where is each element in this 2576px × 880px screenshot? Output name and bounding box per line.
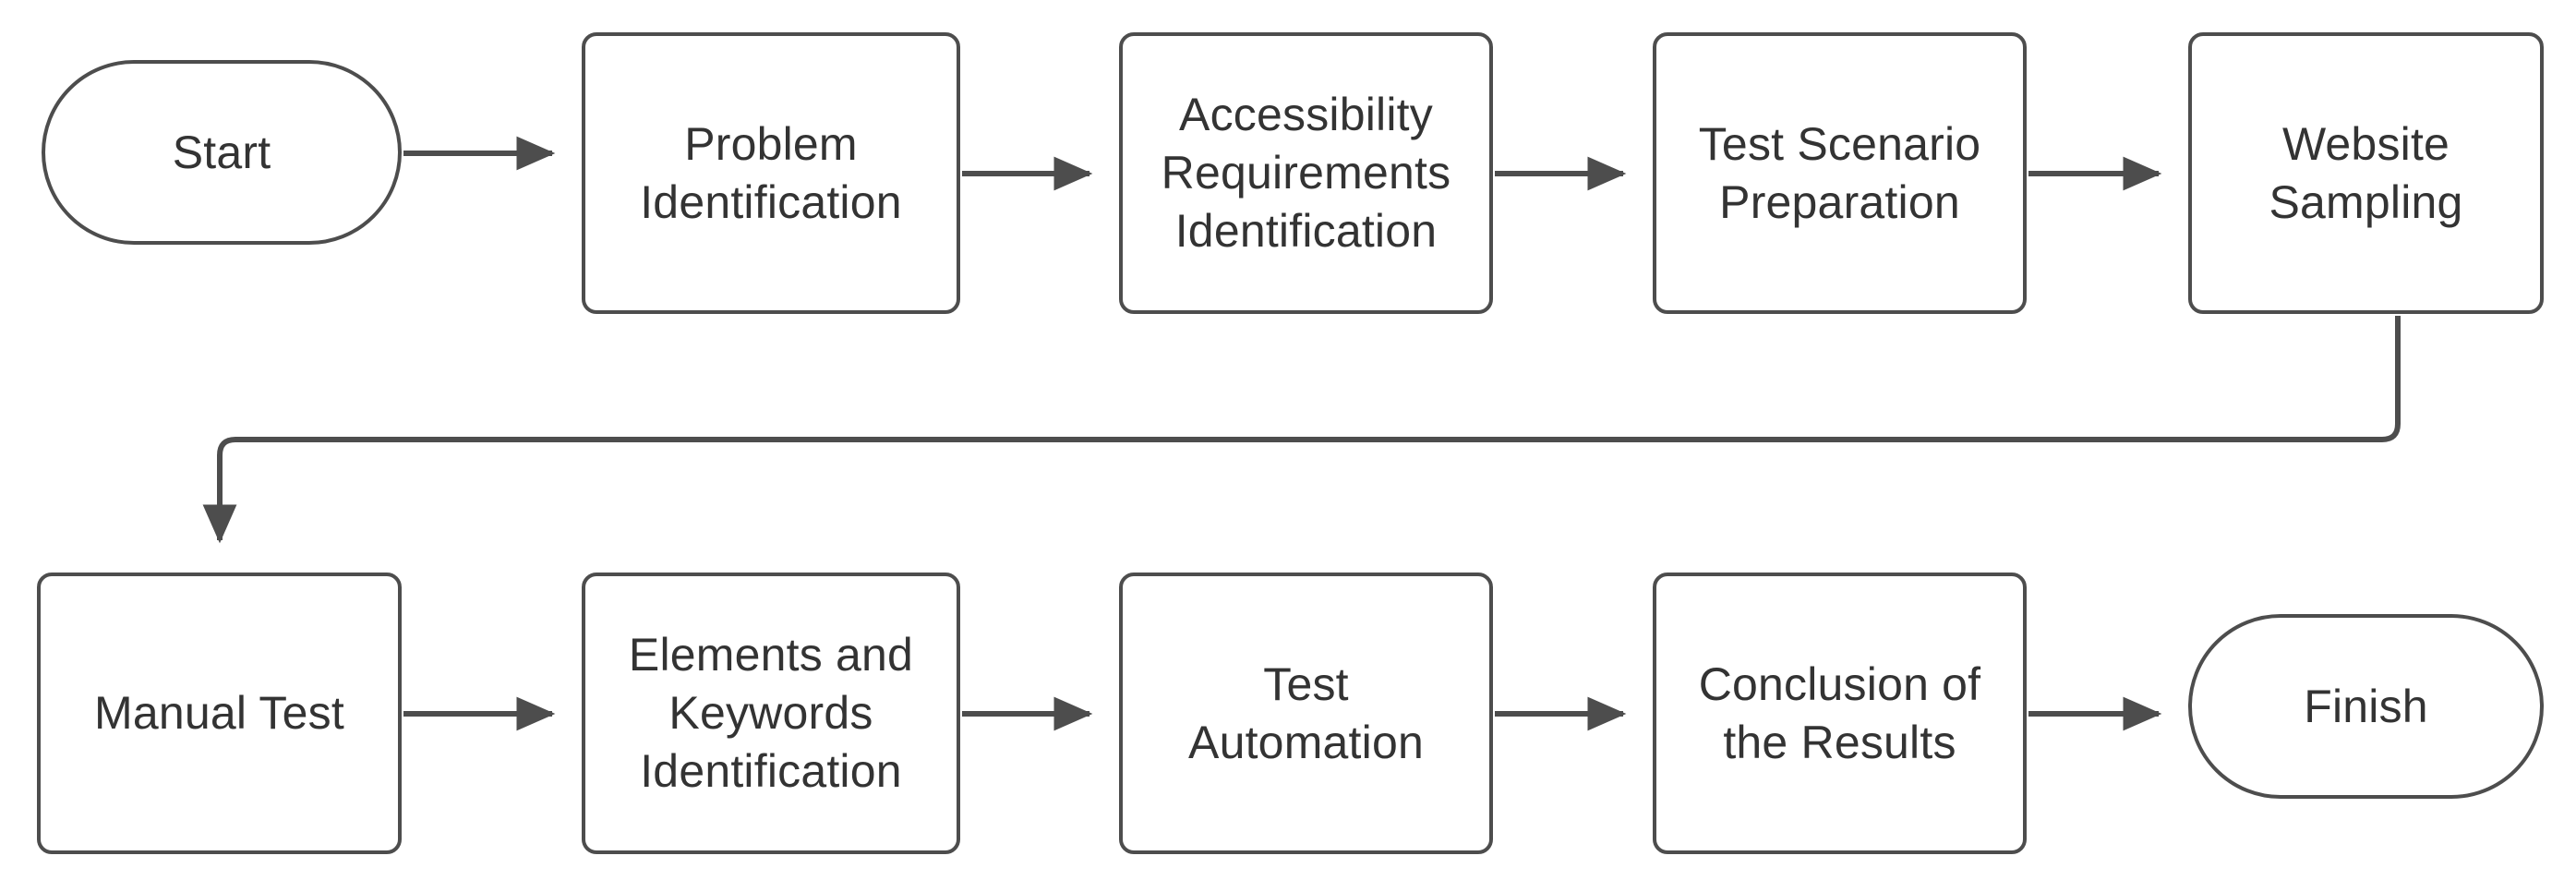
node-accessibility-requirements-identification[interactable]: Accessibility Requirements Identificatio… <box>1119 32 1493 314</box>
edge-sampling-to-manual <box>202 316 2401 544</box>
node-elements-and-keywords-identification[interactable]: Elements and Keywords Identification <box>582 573 960 854</box>
node-test-automation[interactable]: Test Automation <box>1119 573 1493 854</box>
node-finish-label: Finish <box>2304 680 2428 732</box>
node-start[interactable]: Start <box>42 60 402 245</box>
node-test-scenario-preparation[interactable]: Test Scenario Preparation <box>1653 32 2027 314</box>
node-test-automation-label: Test Automation <box>1188 657 1424 768</box>
node-conclusion-of-the-results[interactable]: Conclusion of the Results <box>1653 573 2027 854</box>
node-website-sampling[interactable]: Website Sampling <box>2188 32 2544 314</box>
node-manual-test[interactable]: Manual Test <box>37 573 402 854</box>
node-test-scenario-preparation-label: Test Scenario Preparation <box>1698 117 1981 228</box>
node-problem-identification[interactable]: Problem Identification <box>582 32 960 314</box>
node-website-sampling-label: Website Sampling <box>2269 117 2463 228</box>
node-problem-identification-label: Problem Identification <box>640 117 902 228</box>
node-accessibility-requirements-identification-label: Accessibility Requirements Identificatio… <box>1161 89 1451 257</box>
node-elements-and-keywords-identification-label: Elements and Keywords Identification <box>628 629 914 797</box>
node-conclusion-of-the-results-label: Conclusion of the Results <box>1698 657 1981 768</box>
node-start-label: Start <box>172 126 271 178</box>
node-manual-test-label: Manual Test <box>94 687 344 739</box>
node-finish[interactable]: Finish <box>2188 614 2544 799</box>
